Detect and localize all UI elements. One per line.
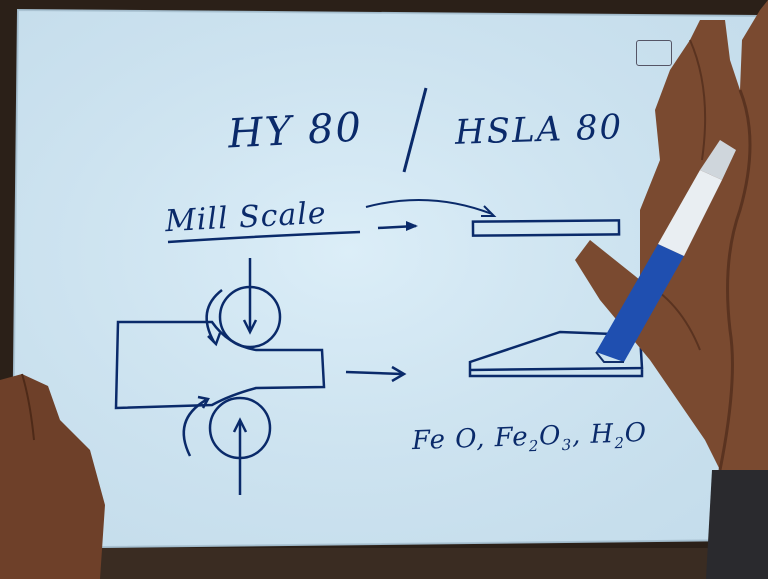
- plate-side-view: [471, 219, 621, 237]
- workpiece-slab: [114, 320, 326, 410]
- h2o-formula: H2O: [589, 417, 648, 453]
- slash-divider: [402, 87, 428, 173]
- title-hsla80: HSLA 80: [454, 107, 624, 153]
- flat-plate-perspective: [468, 330, 644, 378]
- curved-arrow: [365, 198, 493, 215]
- fe2o3-formula: Fe2O3: [494, 420, 573, 456]
- mill-scale-underline: [167, 230, 361, 244]
- left-hand: [0, 374, 105, 579]
- sleeve: [706, 470, 768, 579]
- channel-logo: [636, 40, 672, 66]
- comma: ,: [475, 423, 486, 454]
- title-hy80: HY 80: [226, 104, 365, 158]
- comma: ,: [571, 420, 582, 451]
- pen: [595, 140, 736, 363]
- rolling-diagram: [114, 258, 407, 495]
- feo-formula: Fe O: [411, 423, 477, 457]
- desk-edge: [0, 548, 768, 579]
